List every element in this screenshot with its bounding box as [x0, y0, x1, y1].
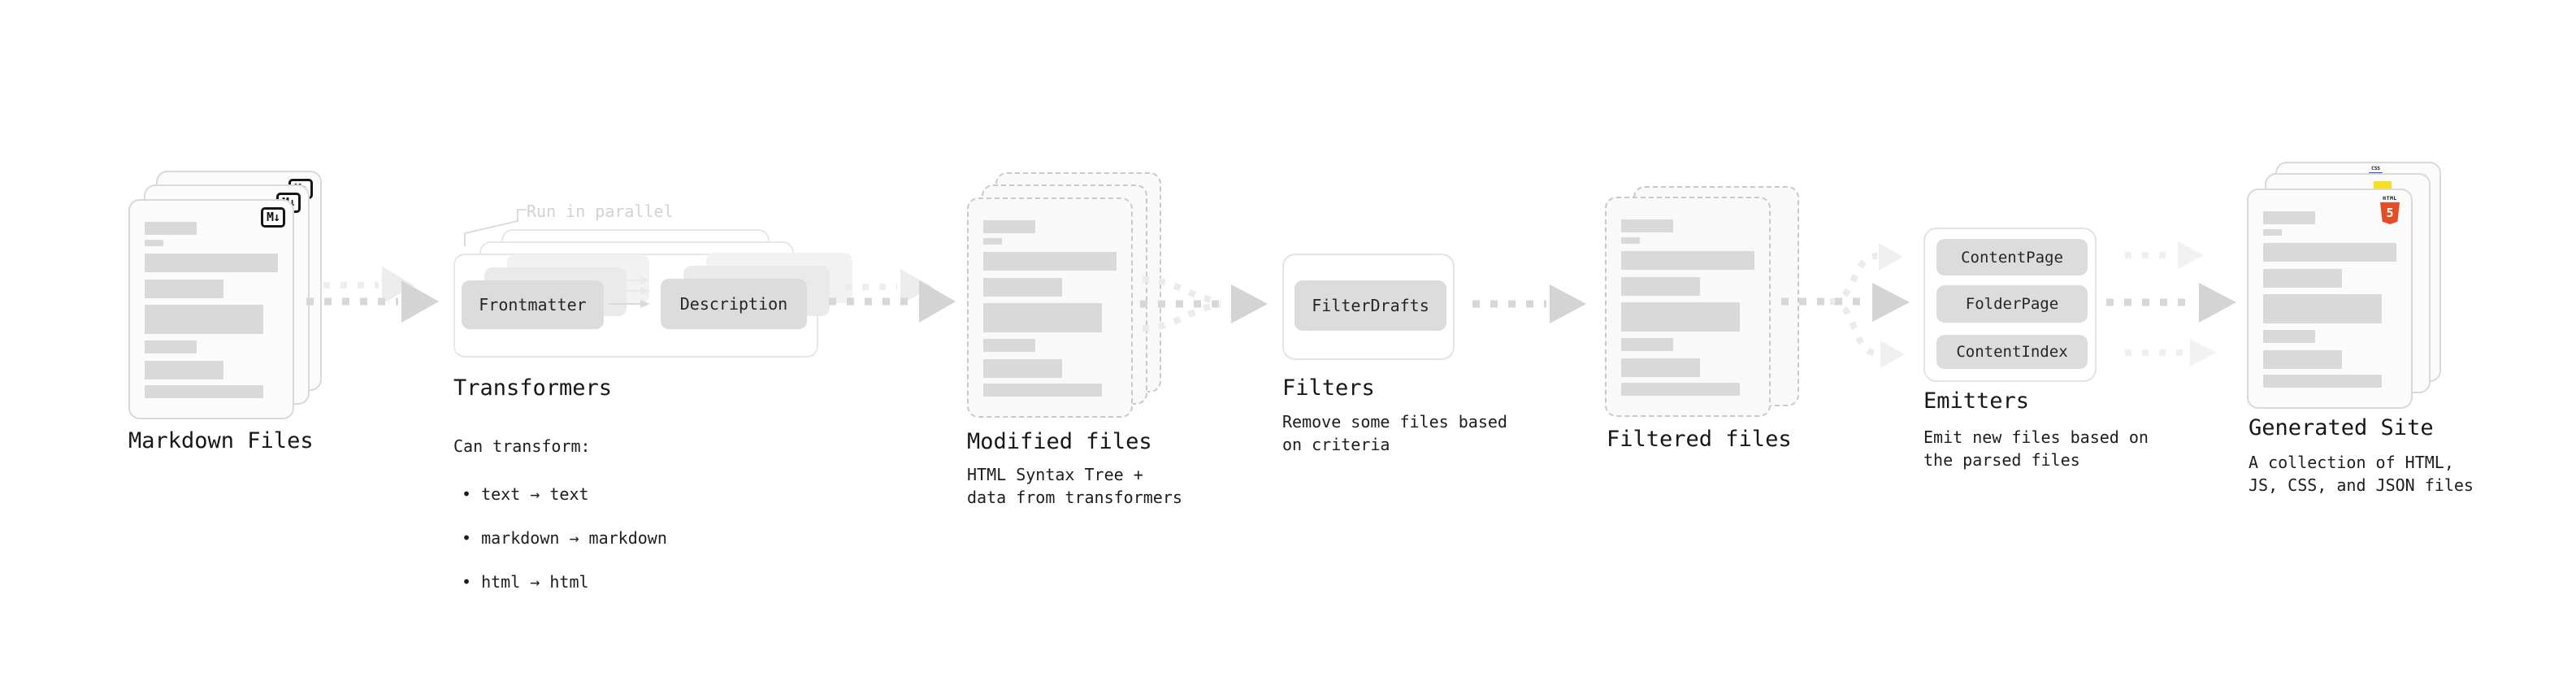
transform-list: • text → text • markdown → markdown • ht…: [453, 461, 667, 615]
transform-item: • markdown → markdown: [462, 528, 667, 548]
markdown-icon: M↓: [260, 207, 285, 228]
filters-title: Filters: [1282, 375, 1375, 401]
transformers-description: Can transform: • text → text • markdown …: [453, 412, 667, 638]
content-index-box: ContentIndex: [1936, 335, 2088, 369]
generated-file-card-front: HTML 5: [2247, 189, 2413, 409]
text-placeholder-bars: [1621, 219, 1756, 396]
modified-file-card-front: [967, 197, 1133, 418]
text-placeholder-bars: [145, 222, 280, 398]
filtered-files-title: Filtered files: [1607, 427, 1792, 452]
arrow-emitters-to-generated: [2106, 241, 2236, 367]
emitters-title: Emitters: [1923, 388, 2030, 414]
modified-files-title: Modified files: [967, 429, 1152, 454]
transform-item: • text → text: [462, 484, 589, 504]
markdown-files-title: Markdown Files: [128, 428, 314, 453]
filters-subtitle: Remove some files based on criteria: [1282, 412, 1507, 454]
modified-files-subtitle: HTML Syntax Tree + data from transformer…: [967, 465, 1182, 507]
filter-drafts-box: FilterDrafts: [1295, 280, 1446, 331]
markdown-file-card-front: M↓: [128, 199, 294, 419]
filters-panel: FilterDrafts: [1282, 254, 1455, 360]
folder-page-box: FolderPage: [1936, 285, 2088, 323]
transformers-title: Transformers: [453, 375, 613, 401]
emitters-subtitle: Emit new files based on the parsed files: [1923, 427, 2149, 470]
emitters-panel: ContentPage FolderPage ContentIndex: [1923, 228, 2097, 382]
frontmatter-box: Frontmatter: [462, 280, 604, 329]
generated-site-title: Generated Site: [2249, 415, 2434, 440]
arrow-markdown-to-transformers: [306, 267, 439, 323]
filtered-file-card-front: [1605, 197, 1771, 417]
html5-icon: HTML 5: [2380, 195, 2400, 224]
transform-item: • html → html: [462, 572, 589, 592]
text-placeholder-bars: [983, 220, 1118, 397]
run-in-parallel-annotation: Run in parallel: [527, 202, 674, 221]
content-page-box: ContentPage: [1936, 239, 2088, 275]
description-box: Description: [661, 279, 807, 329]
can-transform-heading: Can transform:: [453, 436, 591, 456]
generated-site-subtitle: A collection of HTML, JS, CSS, and JSON …: [2249, 453, 2474, 495]
text-placeholder-bars: [2263, 211, 2398, 388]
arrow-filters-to-filtered: [1472, 284, 1586, 323]
arrow-filtered-to-emitters: [1781, 243, 1910, 368]
